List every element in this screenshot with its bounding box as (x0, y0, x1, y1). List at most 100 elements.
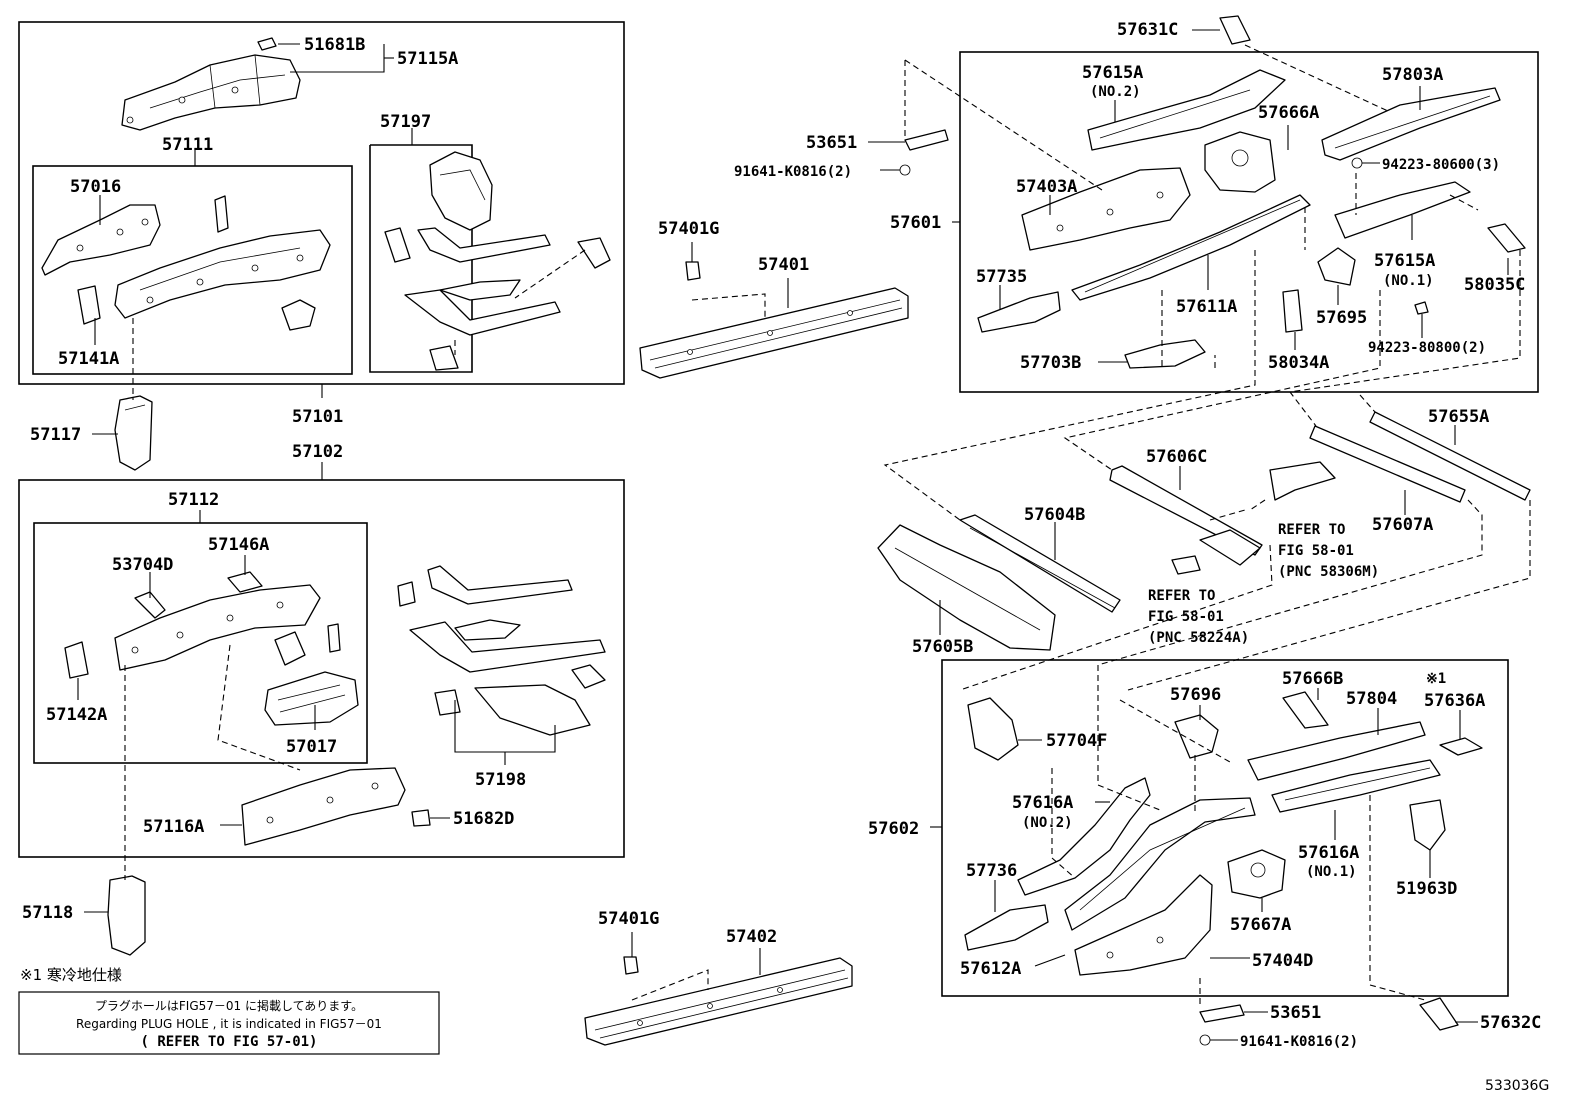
part-57142a (64, 641, 89, 679)
part-57117 (114, 395, 153, 471)
part-57402 (584, 957, 853, 1046)
label-57401: 57401 (758, 255, 809, 275)
label-57401g-upper: 57401G (658, 219, 719, 239)
svg-text:(PNC 58224A): (PNC 58224A) (1148, 630, 1249, 646)
part-57604b (959, 514, 1121, 613)
label-57142a: 57142A (46, 705, 107, 725)
label-57631c: 57631C (1117, 20, 1178, 40)
label-57704f: 57704F (1046, 731, 1107, 751)
label-58034a: 58034A (1268, 353, 1329, 373)
part-57803a (1321, 87, 1501, 161)
label-57736: 57736 (966, 861, 1017, 881)
label-94223-80800: 94223-80800(2) (1368, 340, 1486, 356)
label-57616a-no1: 57616A (1298, 843, 1359, 863)
label-57146a: 57146A (208, 535, 269, 555)
label-57605b: 57605B (912, 637, 973, 657)
svg-text:FIG 58-01: FIG 58-01 (1278, 543, 1354, 559)
label-57102: 57102 (292, 442, 343, 462)
label-57696: 57696 (1170, 685, 1221, 705)
part-94223-80800 (1414, 301, 1429, 315)
part-57631c (1219, 15, 1251, 45)
label-57017: 57017 (286, 737, 337, 757)
label-57695: 57695 (1316, 308, 1367, 328)
label-57197: 57197 (380, 112, 431, 132)
label-57101: 57101 (292, 407, 343, 427)
part-57667a (1227, 849, 1286, 899)
part-58306m-bracket (1269, 461, 1336, 501)
label-57403a: 57403A (1016, 177, 1077, 197)
part-57655a (1369, 411, 1531, 501)
label-53651-lower: 53651 (1270, 1003, 1321, 1023)
part-91641-upper (899, 164, 911, 176)
part-57804 (1247, 721, 1426, 781)
label-57803a: 57803A (1382, 65, 1443, 85)
part-57615a-no2 (1087, 69, 1286, 151)
part-57112 (114, 584, 321, 671)
part-57666b (1282, 691, 1329, 729)
part-57703b (1124, 339, 1206, 369)
part-58224a-bracket (1171, 555, 1201, 575)
label-57115a: 57115A (397, 49, 458, 69)
group-box-57602 (941, 659, 1509, 997)
label-no1-upper: (NO.1) (1383, 273, 1434, 289)
part-91641-lower (1199, 1034, 1211, 1046)
part-57735 (977, 291, 1061, 333)
label-57117: 57117 (30, 425, 81, 445)
label-57666b: 57666B (1282, 669, 1343, 689)
part-labels: 51681B 57115A 57111 57016 57197 57141A 5… (22, 20, 1541, 1050)
part-57401g-lower (623, 956, 639, 975)
label-57666a: 57666A (1258, 103, 1319, 123)
refer-note-58224a: REFER TO FIG 58-01 (PNC 58224A) (1148, 588, 1249, 646)
svg-text:(PNC 58306M): (PNC 58306M) (1278, 564, 1379, 580)
group-box-57197 (369, 144, 473, 373)
part-57118 (107, 875, 146, 956)
part-53651-lower (1199, 1004, 1245, 1023)
label-57667a: 57667A (1230, 915, 1291, 935)
part-57401 (639, 287, 909, 379)
label-no1-lower: (NO.1) (1306, 864, 1357, 880)
part-53651-upper (904, 129, 949, 151)
part-57606c (1109, 465, 1263, 566)
label-91641-upper: 91641-K0816(2) (734, 164, 852, 180)
part-51682d (411, 809, 431, 827)
part-57404d (1074, 874, 1213, 976)
part-57141a (77, 285, 101, 325)
label-57611a: 57611A (1176, 297, 1237, 317)
svg-text:Regarding PLUG HOLE , it is in: Regarding PLUG HOLE , it is indicated in… (76, 1017, 382, 1031)
label-53704d: 53704D (112, 555, 173, 575)
label-57615a-no2: 57615A (1082, 63, 1143, 83)
part-57611a (1071, 194, 1311, 301)
leader-lines (77, 29, 1509, 1041)
label-57404d: 57404D (1252, 951, 1313, 971)
label-57703b: 57703B (1020, 353, 1081, 373)
label-57118: 57118 (22, 903, 73, 923)
cold-climate-note: ※1 寒冷地仕様 (20, 966, 122, 984)
label-91641-lower: 91641-K0816(2) (1240, 1034, 1358, 1050)
part-51963d (1409, 799, 1446, 851)
label-57112: 57112 (168, 490, 219, 510)
label-57604b: 57604B (1024, 505, 1085, 525)
label-57198: 57198 (475, 770, 526, 790)
svg-text:プラグホールはFIG57－01 に掲載してあります。: プラグホールはFIG57－01 に掲載してあります。 (95, 998, 363, 1013)
part-57403a (1021, 167, 1191, 251)
part-57017 (264, 623, 359, 726)
part-58035c (1487, 223, 1526, 253)
plug-hole-note: プラグホールはFIG57－01 に掲載してあります。 Regarding PLU… (18, 991, 440, 1055)
svg-text:REFER TO: REFER TO (1148, 588, 1215, 604)
label-57606c: 57606C (1146, 447, 1207, 467)
part-57401g-upper (685, 261, 701, 281)
label-57401g-lower: 57401G (598, 909, 659, 929)
label-no2-upper: (NO.2) (1090, 84, 1141, 100)
label-51681b: 51681B (304, 35, 365, 55)
part-53704d (134, 591, 166, 619)
label-57615a-no1: 57615A (1374, 251, 1435, 271)
label-57804: 57804 (1346, 689, 1397, 709)
label-53651-upper: 53651 (806, 133, 857, 153)
label-57607a: 57607A (1372, 515, 1433, 535)
label-57402: 57402 (726, 927, 777, 947)
svg-text:FIG 58-01: FIG 58-01 (1148, 609, 1224, 625)
label-57111: 57111 (162, 135, 213, 155)
svg-text:( REFER TO FIG 57-01): ( REFER TO FIG 57-01) (140, 1034, 317, 1050)
svg-text:REFER TO: REFER TO (1278, 522, 1345, 538)
